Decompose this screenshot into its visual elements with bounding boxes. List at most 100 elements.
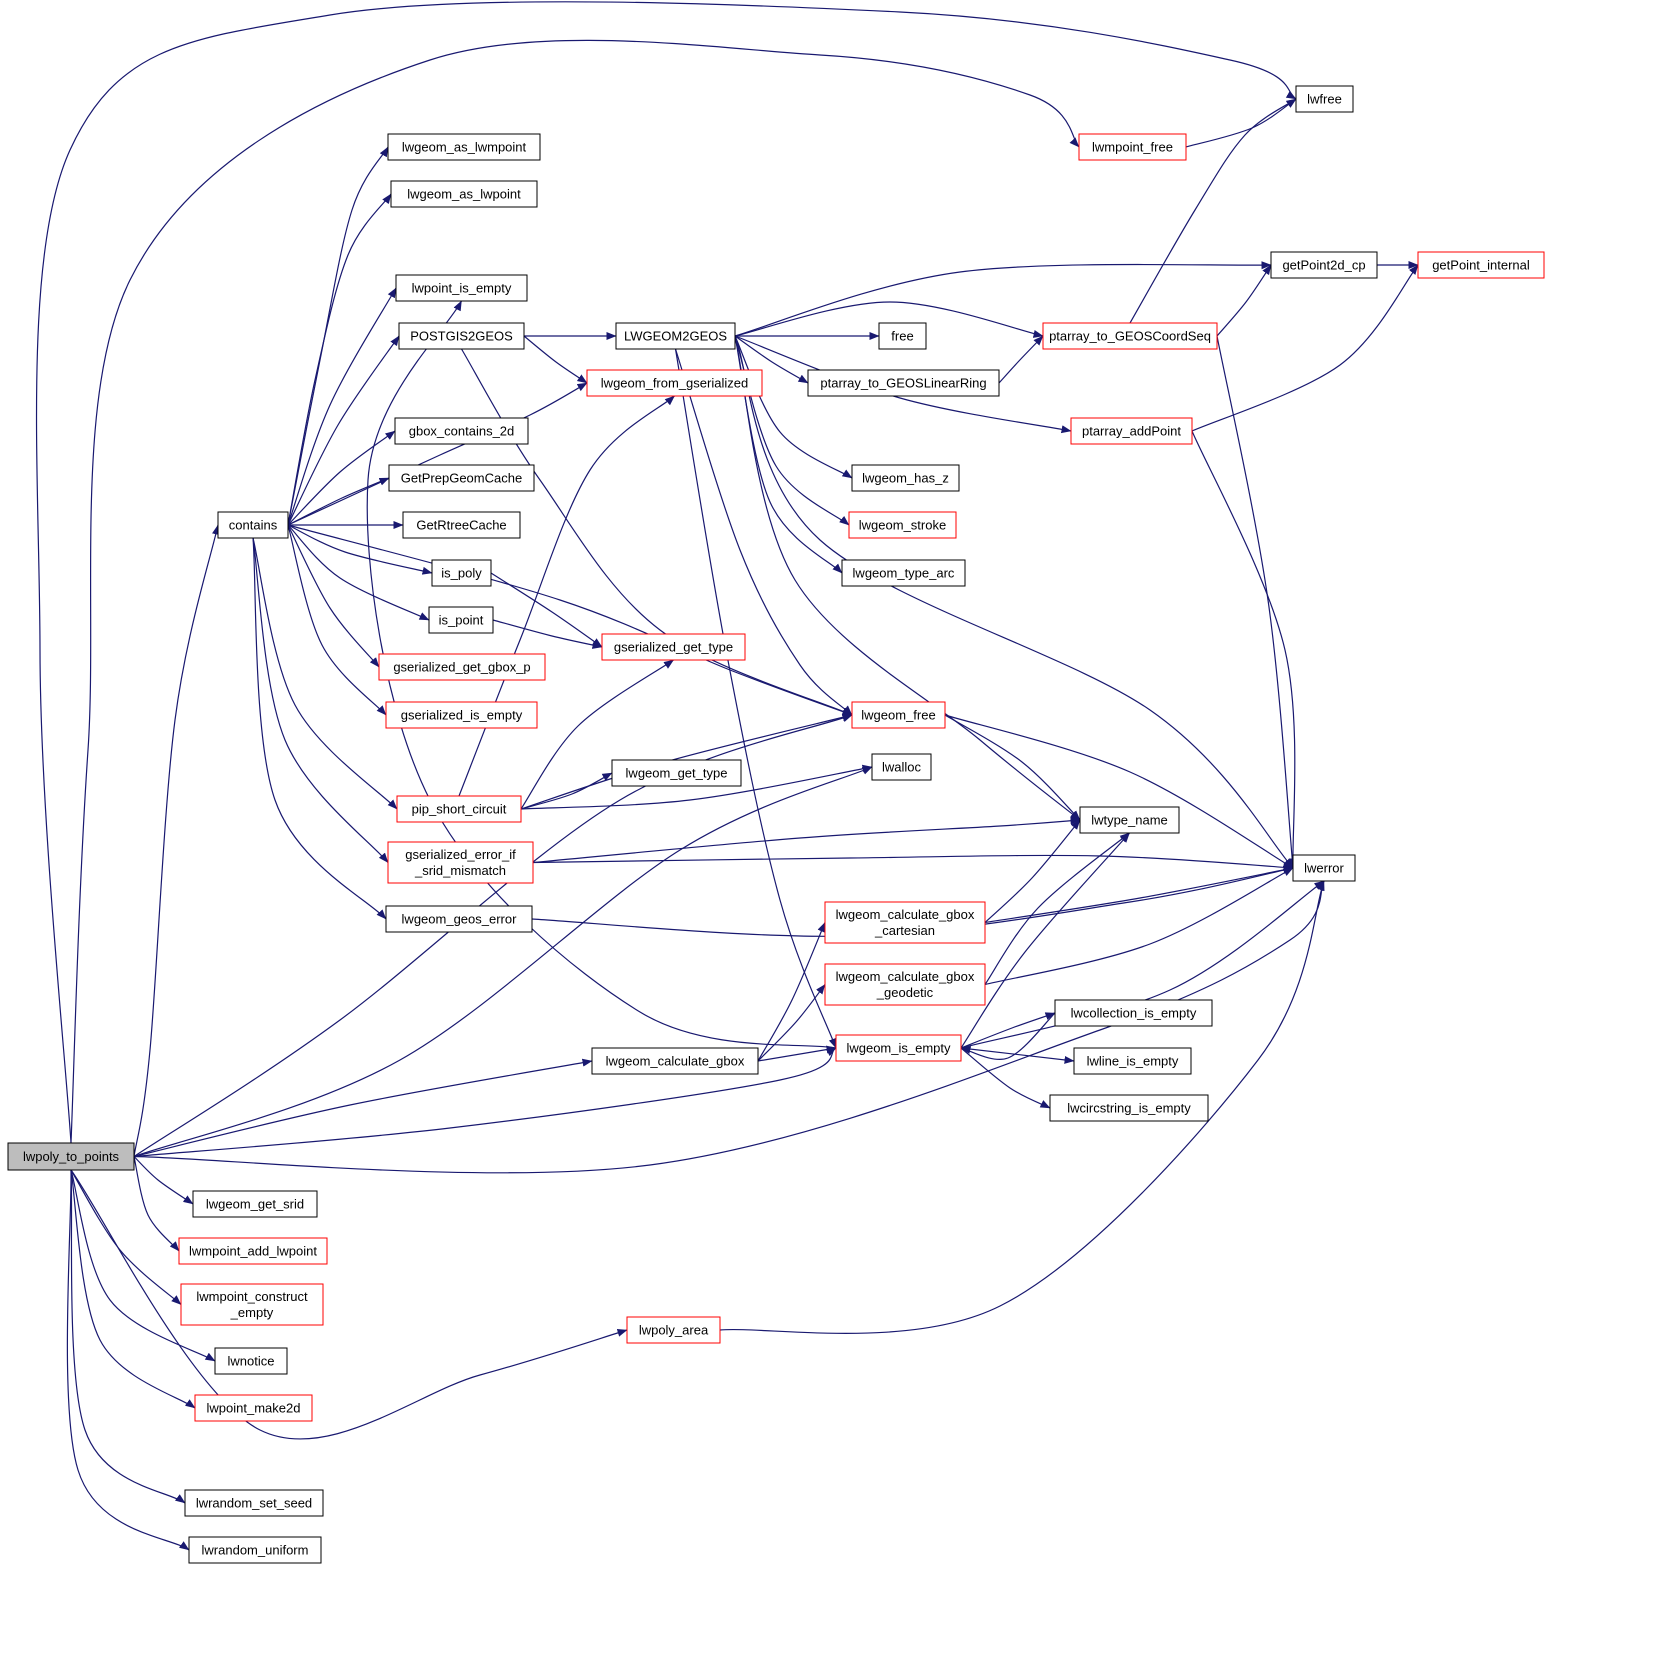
node-box-gserialized_error_if_srid_mismatch	[387, 841, 534, 884]
edge-is_point--gserialized_get_type	[492, 619, 603, 649]
node-lwcollection_is_empty[interactable]: lwcollection_is_empty	[1054, 999, 1213, 1027]
node-box-lwgeom_as_lwmpoint	[387, 133, 541, 161]
node-box-pip_short_circuit	[396, 795, 522, 823]
node-lwgeom_geos_error[interactable]: lwgeom_geos_error	[385, 905, 533, 933]
edge-contains--POSTGIS2GEOS	[287, 335, 400, 526]
node-lwgeom_is_empty[interactable]: lwgeom_is_empty	[835, 1034, 962, 1062]
node-lwmpoint_free[interactable]: lwmpoint_free	[1078, 133, 1187, 161]
edge-lwpoly_to_points--lwmpoint_free	[70, 39, 1080, 1144]
node-lwgeom_calculate_gbox_cartesian[interactable]: lwgeom_calculate_gbox_cartesian	[824, 901, 986, 944]
node-lwgeom_from_gserialized[interactable]: lwgeom_from_gserialized	[586, 369, 763, 397]
node-gbox_contains_2d[interactable]: gbox_contains_2d	[394, 417, 529, 445]
node-lwgeom_get_srid[interactable]: lwgeom_get_srid	[192, 1190, 318, 1218]
node-lwtype_name[interactable]: lwtype_name	[1079, 806, 1180, 834]
node-pip_short_circuit[interactable]: pip_short_circuit	[396, 795, 522, 823]
node-lwpoly_area[interactable]: lwpoly_area	[626, 1316, 721, 1344]
node-gserialized_error_if_srid_mismatch[interactable]: gserialized_error_if_srid_mismatch	[387, 841, 534, 884]
edge-layer	[35, 1, 1419, 1551]
node-lwpoly_to_points[interactable]: lwpoly_to_points	[7, 1142, 135, 1171]
node-is_point[interactable]: is_point	[428, 606, 494, 634]
node-label-lwgeom_has_z: lwgeom_has_z	[862, 471, 949, 486]
node-lwgeom_calculate_gbox[interactable]: lwgeom_calculate_gbox	[591, 1047, 759, 1075]
node-lwcircstring_is_empty[interactable]: lwcircstring_is_empty	[1049, 1094, 1209, 1122]
node-box-lwpoly_to_points	[7, 1142, 135, 1171]
node-ptarray_to_GEOSLinearRing[interactable]: ptarray_to_GEOSLinearRing	[807, 369, 1000, 397]
node-label-ptarray_to_GEOSLinearRing: ptarray_to_GEOSLinearRing	[820, 376, 986, 391]
node-label-gserialized_get_type: gserialized_get_type	[614, 640, 733, 655]
node-lwpoint_is_empty[interactable]: lwpoint_is_empty	[395, 274, 528, 302]
node-lwmpoint_add_lwpoint[interactable]: lwmpoint_add_lwpoint	[178, 1237, 328, 1265]
node-box-gserialized_get_gbox_p	[378, 653, 546, 681]
node-label-lwmpoint_construct_empty-0: lwmpoint_construct	[196, 1289, 308, 1304]
node-lwerror[interactable]: lwerror	[1292, 854, 1356, 882]
node-gserialized_get_gbox_p[interactable]: gserialized_get_gbox_p	[378, 653, 546, 681]
node-lwgeom_has_z[interactable]: lwgeom_has_z	[851, 464, 960, 492]
edge-contains--gserialized_is_empty	[287, 524, 387, 716]
node-lwgeom_as_lwpoint[interactable]: lwgeom_as_lwpoint	[390, 180, 538, 208]
edge-contains--lwgeom_as_lwmpoint	[287, 146, 389, 526]
node-lwgeom_type_arc[interactable]: lwgeom_type_arc	[841, 559, 966, 587]
node-ptarray_addPoint[interactable]: ptarray_addPoint	[1070, 417, 1193, 445]
node-lwrandom_uniform[interactable]: lwrandom_uniform	[188, 1536, 322, 1564]
node-getPoint_internal[interactable]: getPoint_internal	[1417, 251, 1545, 279]
node-box-LWGEOM2GEOS	[615, 322, 736, 350]
edge-lwcollection_is_empty--lwgeom_is_empty	[960, 1012, 1056, 1060]
node-lwalloc[interactable]: lwalloc	[871, 753, 932, 781]
node-label-lwgeom_calculate_gbox_geodetic-0: lwgeom_calculate_gbox	[836, 969, 975, 984]
node-GetRtreeCache[interactable]: GetRtreeCache	[402, 511, 521, 539]
node-label-lwgeom_as_lwpoint: lwgeom_as_lwpoint	[407, 187, 521, 202]
node-free[interactable]: free	[878, 322, 927, 350]
node-label-lwgeom_get_type: lwgeom_get_type	[626, 766, 728, 781]
edge-LWGEOM2GEOS--ptarray_to_GEOSLinearRing	[734, 335, 809, 384]
node-lwgeom_get_type[interactable]: lwgeom_get_type	[611, 759, 742, 787]
node-LWGEOM2GEOS[interactable]: LWGEOM2GEOS	[615, 322, 736, 350]
node-lwgeom_as_lwmpoint[interactable]: lwgeom_as_lwmpoint	[387, 133, 541, 161]
edge-lwpoly_to_points--lwmpoint_add_lwpoint	[133, 1156, 180, 1252]
node-box-ptarray_to_GEOSCoordSeq	[1042, 322, 1218, 350]
edge-lwgeom_is_empty--lwtype_name	[960, 832, 1130, 1049]
node-ptarray_to_GEOSCoordSeq[interactable]: ptarray_to_GEOSCoordSeq	[1042, 322, 1218, 350]
edge-pip_short_circuit--lwgeom_get_type	[520, 772, 613, 810]
edge-lwpoly_to_points--lwalloc	[133, 766, 873, 1158]
node-label-lwgeom_calculate_gbox_cartesian-0: lwgeom_calculate_gbox	[836, 907, 975, 922]
node-lwline_is_empty[interactable]: lwline_is_empty	[1073, 1047, 1192, 1075]
node-POSTGIS2GEOS[interactable]: POSTGIS2GEOS	[398, 322, 525, 350]
node-box-lwpoint_is_empty	[395, 274, 528, 302]
node-label-is_point: is_point	[439, 613, 484, 628]
edge-lwgeom_is_empty--lwcollection_is_empty	[960, 1012, 1056, 1049]
node-label-gserialized_error_if_srid_mismatch-0: gserialized_error_if	[405, 847, 516, 862]
node-lwmpoint_construct_empty[interactable]: lwmpoint_construct_empty	[180, 1283, 324, 1326]
node-box-gserialized_is_empty	[385, 701, 538, 729]
edge-lwmpoint_free--lwfree	[1185, 98, 1297, 148]
edge-lwpoly_to_points--lwnotice	[70, 1169, 216, 1362]
node-getPoint2d_cp[interactable]: getPoint2d_cp	[1270, 251, 1378, 279]
node-lwrandom_set_seed[interactable]: lwrandom_set_seed	[184, 1489, 324, 1517]
node-label-ptarray_addPoint: ptarray_addPoint	[1082, 424, 1181, 439]
edge-contains--lwgeom_free	[287, 524, 853, 716]
edge-contains--lwgeom_geos_error	[252, 537, 387, 920]
node-box-lwgeom_get_type	[611, 759, 742, 787]
node-label-lwgeom_is_empty: lwgeom_is_empty	[846, 1041, 951, 1056]
edge-LWGEOM2GEOS--ptarray_addPoint	[734, 335, 1072, 434]
node-label-lwcollection_is_empty: lwcollection_is_empty	[1071, 1006, 1197, 1021]
edge-lwpoly_to_points--lwpoint_make2d	[70, 1169, 196, 1409]
node-GetPrepGeomCache[interactable]: GetPrepGeomCache	[388, 464, 535, 492]
edge-contains--is_poly	[287, 524, 433, 575]
edge-ptarray_to_GEOSCoordSeq--lwfree	[1129, 98, 1297, 324]
node-box-is_poly	[431, 559, 492, 587]
node-box-is_point	[428, 606, 494, 634]
node-gserialized_is_empty[interactable]: gserialized_is_empty	[385, 701, 538, 729]
edge-ptarray_to_GEOSCoordSeq--lwerror	[1216, 335, 1297, 869]
node-box-lwgeom_calculate_gbox	[591, 1047, 759, 1075]
edge-pip_short_circuit--lwgeom_from_gserialized	[458, 395, 675, 797]
node-lwnotice[interactable]: lwnotice	[214, 1347, 288, 1375]
node-lwgeom_calculate_gbox_geodetic[interactable]: lwgeom_calculate_gbox_geodetic	[824, 963, 986, 1006]
node-lwgeom_stroke[interactable]: lwgeom_stroke	[848, 511, 957, 539]
node-label-contains: contains	[229, 518, 278, 533]
node-lwpoint_make2d[interactable]: lwpoint_make2d	[194, 1394, 313, 1422]
node-gserialized_get_type[interactable]: gserialized_get_type	[601, 633, 746, 661]
node-lwgeom_free[interactable]: lwgeom_free	[851, 701, 946, 729]
node-is_poly[interactable]: is_poly	[431, 559, 492, 587]
node-lwfree[interactable]: lwfree	[1295, 85, 1354, 113]
node-contains[interactable]: contains	[217, 511, 289, 539]
